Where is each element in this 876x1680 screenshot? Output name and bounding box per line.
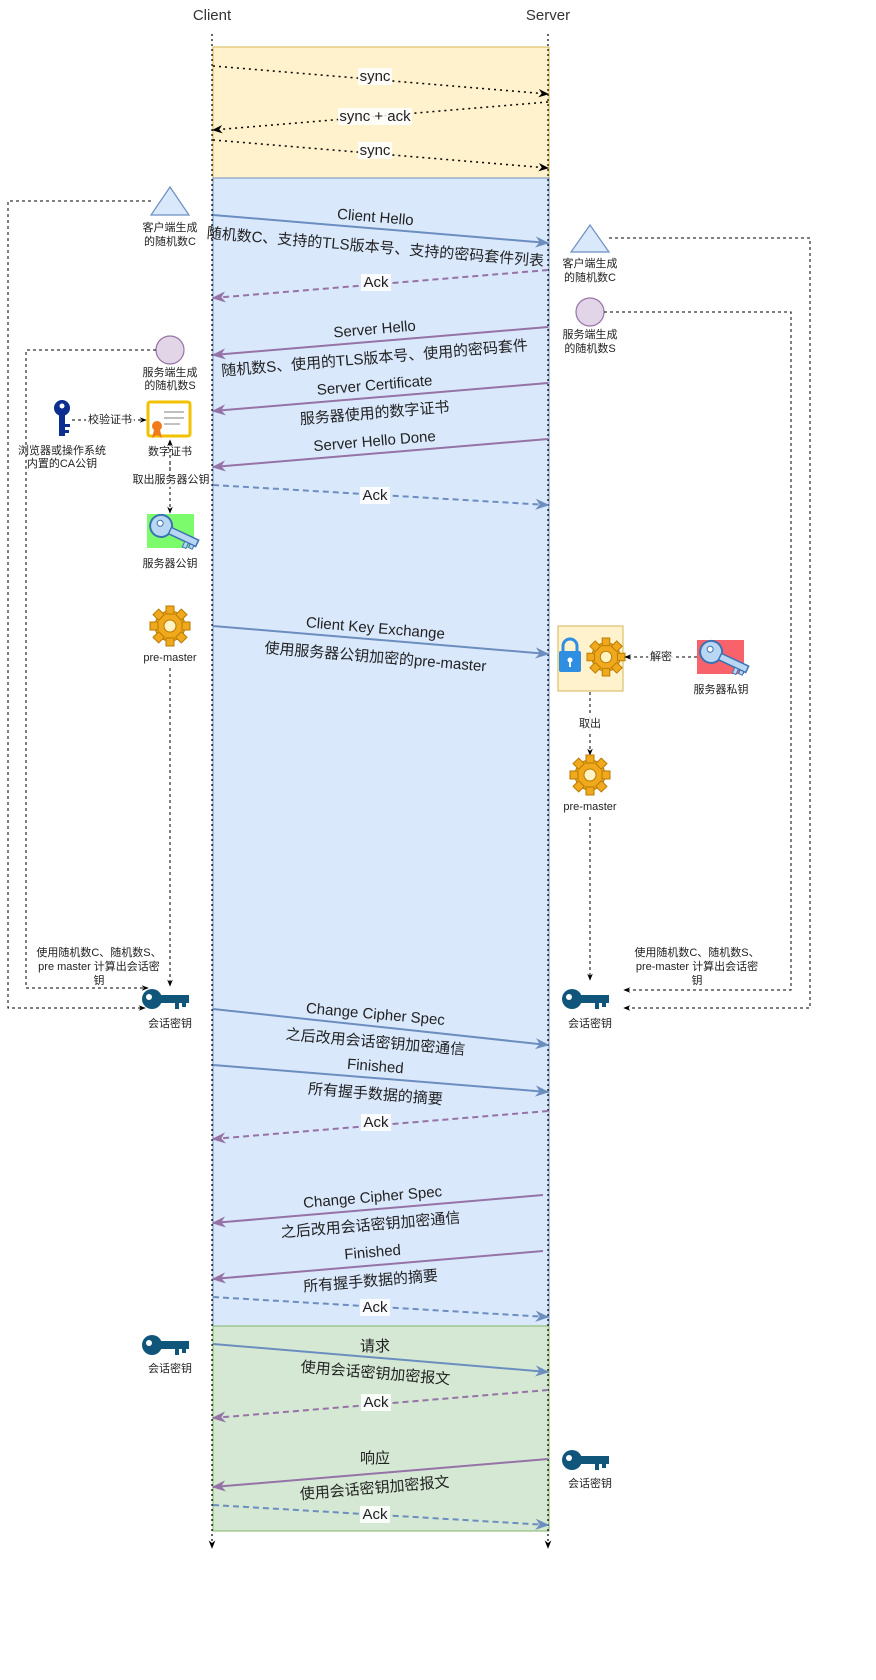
ack2-arrow: [212, 484, 550, 510]
phase-data-transfer: [212, 1325, 550, 1532]
finished1-arrow: [212, 1064, 550, 1097]
extract-pubkey-label: 取出服务器公钥: [133, 472, 210, 486]
lock-icon: [559, 637, 581, 672]
server-compute-line2: pre-master 计算出会话密: [636, 959, 758, 973]
ack5-arrow: [211, 1389, 549, 1423]
server-pre-master-gear-icon: [569, 754, 611, 796]
server-public-key-icon: [145, 510, 204, 554]
client-session-key-data-label: 会话密钥: [148, 1361, 192, 1375]
client-random-c-triangle: [149, 185, 191, 216]
ccs2-arrow: [211, 1194, 544, 1228]
server-compute-line1: 使用随机数C、随机数S、: [634, 945, 759, 959]
server-random-c-line1: 客户端生成: [563, 256, 618, 270]
decrypt-label: 解密: [650, 649, 672, 663]
client-random-s-bracket: [25, 349, 156, 991]
ack1-arrow: [211, 269, 549, 303]
client-random-c-line1: 客户端生成: [143, 220, 198, 234]
extract-label: 取出: [579, 716, 601, 730]
server-random-c-line2: 的随机数C: [564, 270, 616, 284]
server-session-key-label: 会话密钥: [568, 1016, 612, 1030]
ack6-label: Ack: [362, 1506, 388, 1523]
ack3-arrow: [211, 1110, 549, 1144]
client-pre-master-gear-icon: [149, 605, 191, 647]
server-random-c-bracket: [609, 237, 811, 1011]
sync1-label: sync: [360, 68, 391, 85]
server-private-key-icon: [695, 636, 754, 680]
server-session-key-data-label: 会话密钥: [568, 1476, 612, 1490]
ack2-label: Ack: [362, 487, 388, 504]
request-label: 请求: [360, 1338, 390, 1355]
server-session-key-icon: [562, 989, 609, 1009]
server-cert-arrow: [211, 382, 549, 416]
ack1-label: Ack: [363, 274, 389, 291]
client-pre-master-label: pre-master: [143, 652, 197, 664]
ack6-arrow: [212, 1504, 550, 1530]
client-hello-arrow: [212, 214, 550, 248]
server-lane-label: Server: [526, 7, 570, 24]
server-hello-label: Server Hello: [333, 318, 417, 342]
ca-key-line2: 内置的CA公钥: [27, 456, 97, 470]
server-random-s-circle: [575, 297, 605, 327]
client-random-c-line2: 的随机数C: [144, 234, 196, 248]
server-random-c-triangle: [569, 223, 611, 253]
client-random-c-bracket: [7, 200, 151, 1011]
ccs1-arrow: [212, 1008, 550, 1050]
client-compute-line1: 使用随机数C、随机数S、: [36, 945, 161, 959]
server-hello-done-arrow: [211, 438, 549, 472]
server-hello-arrow: [211, 326, 549, 360]
ack5-label: Ack: [363, 1394, 389, 1411]
server-session-key-data-icon: [562, 1450, 609, 1470]
server-private-key-label: 服务器私钥: [694, 682, 749, 696]
finished2-arrow: [211, 1250, 544, 1284]
client-compute-line2: pre master 计算出会话密: [38, 959, 160, 973]
request-arrow: [212, 1343, 550, 1377]
client-hello-label: Client Hello: [336, 206, 414, 229]
ack3-label: Ack: [363, 1114, 389, 1131]
ca-public-key-icon: [54, 400, 70, 436]
client-session-key-data-icon: [142, 1335, 189, 1355]
server-encrypted-gear-icon: [586, 637, 626, 677]
server-pubkey-label: 服务器公钥: [143, 556, 198, 570]
ack4-arrow: [212, 1296, 550, 1322]
sync-ack-label: sync + ack: [339, 108, 411, 125]
client-key-exchange-arrow: [212, 625, 550, 659]
client-session-key-icon: [142, 989, 189, 1009]
server-pre-master-label: pre-master: [563, 801, 617, 813]
encrypted-pre-master-box: [557, 625, 626, 692]
client-lane-label: Client: [193, 7, 232, 24]
client-random-s-line2: 的随机数S: [144, 378, 195, 392]
client-random-s-circle: [155, 335, 185, 365]
client-random-s-line1: 服务端生成: [143, 365, 198, 379]
finished2-label: Finished: [344, 1242, 402, 1264]
verify-cert-label: 校验证书: [88, 412, 132, 426]
response-label: 响应: [360, 1449, 390, 1467]
server-compute-line3: 钥: [692, 973, 703, 987]
ack4-label: Ack: [362, 1299, 388, 1316]
sync2-label: sync: [360, 142, 391, 159]
server-random-s-line2: 的随机数S: [564, 341, 615, 355]
client-compute-line3: 钥: [94, 973, 105, 987]
finished1-label: Finished: [346, 1056, 404, 1077]
server-random-s-line1: 服务端生成: [563, 327, 618, 341]
ca-key-line1: 浏览器或操作系统: [18, 443, 106, 457]
client-session-key-label: 会话密钥: [148, 1016, 192, 1030]
digital-certificate-icon: [146, 400, 192, 438]
server-random-s-bracket: [604, 311, 792, 993]
response-arrow: [211, 1458, 549, 1492]
